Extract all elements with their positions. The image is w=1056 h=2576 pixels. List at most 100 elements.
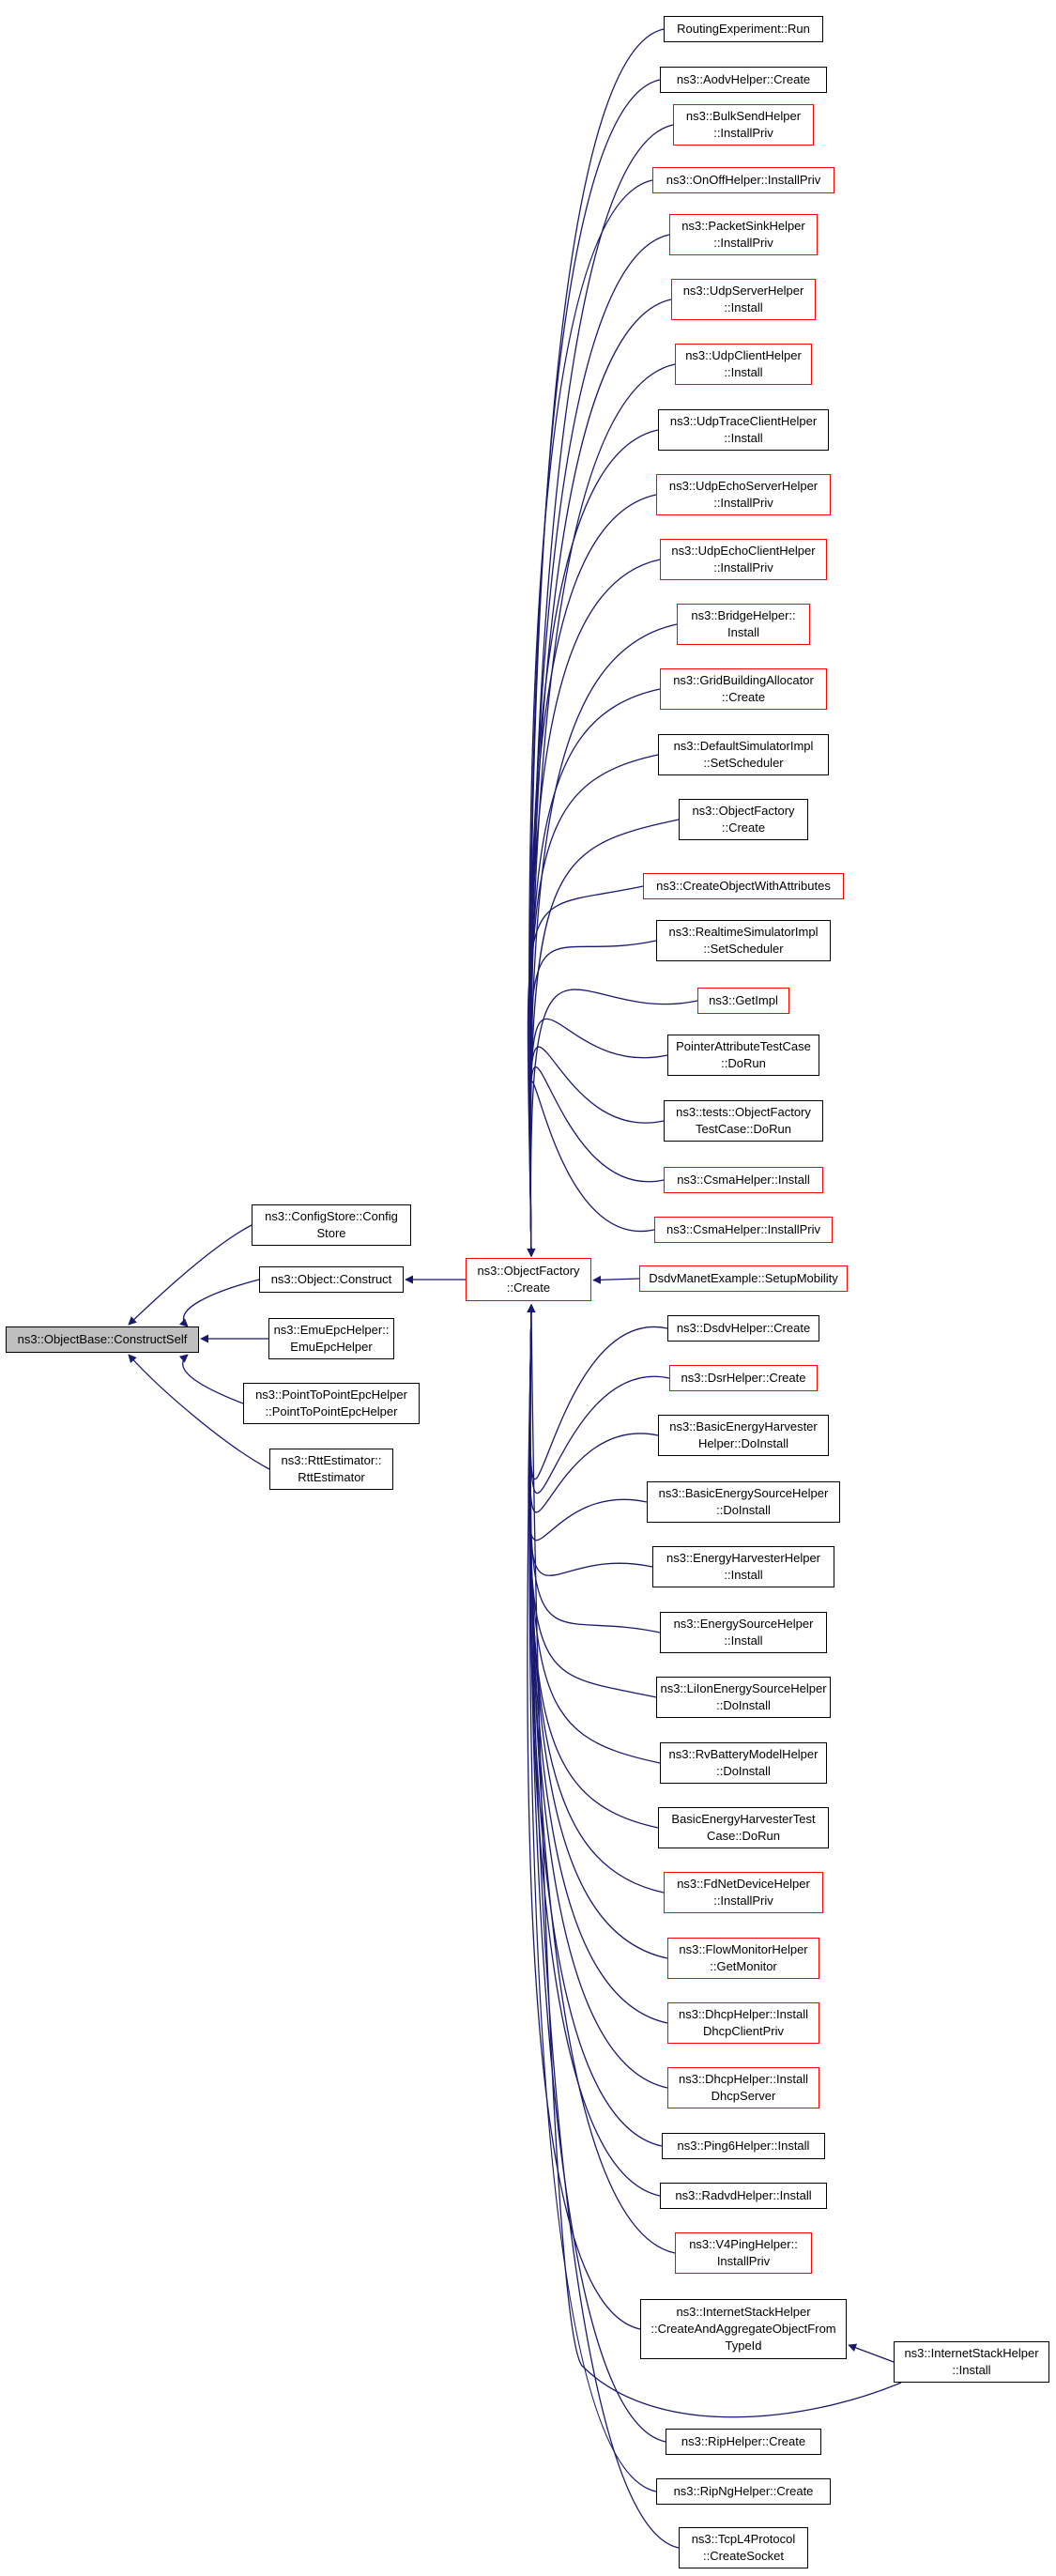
caller-node[interactable]: ns3::TcpL4Protocol ::CreateSocket xyxy=(679,2527,808,2568)
caller-node-label: ns3::CsmaHelper::InstallPriv xyxy=(666,1222,820,1236)
caller-node-label: ns3::DsrHelper::Create xyxy=(681,1371,806,1385)
caller-node[interactable]: ns3::RadvdHelper::Install xyxy=(660,2183,827,2209)
caller-node[interactable]: ns3::RipNgHelper::Create xyxy=(656,2478,831,2505)
mid-node[interactable]: ns3::Object::Construct xyxy=(259,1266,404,1293)
mid-node[interactable]: ns3::EmuEpcHelper:: EmuEpcHelper xyxy=(268,1318,394,1359)
caller-node[interactable]: ns3::DefaultSimulatorImpl ::SetScheduler xyxy=(658,734,829,775)
caller-node[interactable]: ns3::AodvHelper::Create xyxy=(660,67,827,93)
caller-node[interactable]: ns3::LiIonEnergySourceHelper ::DoInstall xyxy=(656,1677,831,1718)
caller-node[interactable]: ns3::BulkSendHelper ::InstallPriv xyxy=(673,104,814,146)
call-edge xyxy=(527,1304,641,2330)
caller-node[interactable]: ns3::EnergySourceHelper ::Install xyxy=(660,1612,827,1653)
caller-node[interactable]: ns3::UdpClientHelper ::Install xyxy=(675,344,812,385)
caller-node-label: ns3::DhcpHelper::Install DhcpServer xyxy=(678,2072,808,2103)
call-edge xyxy=(848,2343,895,2363)
caller-node[interactable]: ns3::CsmaHelper::Install xyxy=(664,1167,823,1193)
caller-node-label: DsdvManetExample::SetupMobility xyxy=(649,1271,838,1285)
caller-node[interactable]: ns3::CreateObjectWithAttributes xyxy=(643,873,844,899)
caller-node[interactable]: ns3::UdpEchoServerHelper ::InstallPriv xyxy=(656,474,831,515)
caller-node-label: ns3::InternetStackHelper ::CreateAndAggr… xyxy=(650,2305,836,2353)
caller-node[interactable]: ns3::UdpEchoClientHelper ::InstallPriv xyxy=(660,539,827,580)
caller-node[interactable]: ns3::InternetStackHelper ::CreateAndAggr… xyxy=(640,2299,847,2359)
caller-node[interactable]: ns3::DsdvHelper::Create xyxy=(667,1315,819,1342)
caller-node-label: ns3::tests::ObjectFactory TestCase::DoRu… xyxy=(676,1105,811,1136)
caller-node[interactable]: RoutingExperiment::Run xyxy=(664,16,823,42)
caller-node-label: ns3::LiIonEnergySourceHelper ::DoInstall xyxy=(660,1681,827,1712)
caller-node[interactable]: ns3::DhcpHelper::Install DhcpClientPriv xyxy=(667,2002,819,2044)
caller-node[interactable]: ns3::RipHelper::Create xyxy=(666,2429,821,2455)
extra-node-label: ns3::InternetStackHelper ::Install xyxy=(904,2346,1039,2377)
call-edge xyxy=(178,1354,244,1404)
caller-node-label: ns3::V4PingHelper:: InstallPriv xyxy=(689,2237,798,2268)
caller-node-label: ns3::UdpClientHelper ::Install xyxy=(685,348,802,379)
factory-node-label: ns3::ObjectFactory ::Create xyxy=(477,1264,580,1295)
caller-node[interactable]: ns3::FdNetDeviceHelper ::InstallPriv xyxy=(664,1872,823,1913)
caller-node-label: ns3::BasicEnergyHarvester Helper::DoInst… xyxy=(669,1419,818,1450)
caller-node-label: BasicEnergyHarvesterTest Case::DoRun xyxy=(671,1812,816,1843)
caller-node-label: ns3::BridgeHelper:: Install xyxy=(691,608,796,639)
caller-node[interactable]: ns3::GetImpl xyxy=(697,988,789,1014)
caller-node-label: ns3::UdpTraceClientHelper ::Install xyxy=(669,414,818,445)
caller-node-label: PointerAttributeTestCase ::DoRun xyxy=(676,1039,811,1070)
caller-node-label: ns3::RealtimeSimulatorImpl ::SetSchedule… xyxy=(668,925,819,956)
mid-node-label: ns3::EmuEpcHelper:: EmuEpcHelper xyxy=(273,1323,390,1354)
caller-node-label: ns3::PacketSinkHelper ::InstallPriv xyxy=(681,219,805,250)
mid-node-label: ns3::ConfigStore::Config Store xyxy=(265,1209,398,1240)
mid-node[interactable]: ns3::RttEstimator:: RttEstimator xyxy=(269,1449,393,1490)
caller-node[interactable]: ns3::EnergyHarvesterHelper ::Install xyxy=(652,1546,834,1587)
caller-node-label: ns3::UdpServerHelper ::Install xyxy=(682,284,804,314)
caller-node[interactable]: ns3::OnOffHelper::InstallPriv xyxy=(652,167,834,193)
caller-node[interactable]: ns3::FlowMonitorHelper ::GetMonitor xyxy=(667,1938,819,1979)
call-edge xyxy=(527,989,698,1257)
caller-node-label: ns3::BasicEnergySourceHelper ::DoInstall xyxy=(658,1486,829,1517)
caller-node[interactable]: ns3::BasicEnergySourceHelper ::DoInstall xyxy=(647,1481,840,1523)
caller-node[interactable]: ns3::RealtimeSimulatorImpl ::SetSchedule… xyxy=(656,920,831,961)
caller-node[interactable]: ns3::UdpTraceClientHelper ::Install xyxy=(658,409,829,451)
caller-node[interactable]: DsdvManetExample::SetupMobility xyxy=(639,1265,848,1292)
caller-node-label: ns3::BulkSendHelper ::InstallPriv xyxy=(685,109,802,140)
caller-node[interactable]: ns3::PacketSinkHelper ::InstallPriv xyxy=(669,214,818,255)
caller-node-label: ns3::CreateObjectWithAttributes xyxy=(656,879,831,893)
focus-node-label: ns3::ObjectBase::ConstructSelf xyxy=(17,1332,188,1346)
call-edge xyxy=(527,1304,680,2549)
caller-node-label: RoutingExperiment::Run xyxy=(677,22,810,36)
caller-node-label: ns3::GridBuildingAllocator ::Create xyxy=(673,673,814,704)
caller-node[interactable]: ns3::Ping6Helper::Install xyxy=(662,2133,825,2159)
caller-node-label: ns3::DsdvHelper::Create xyxy=(676,1321,811,1335)
caller-node[interactable]: ns3::UdpServerHelper ::Install xyxy=(671,279,816,320)
caller-node-label: ns3::CsmaHelper::Install xyxy=(677,1173,810,1187)
caller-node-label: ns3::EnergyHarvesterHelper ::Install xyxy=(666,1551,821,1582)
caller-node-label: ns3::EnergySourceHelper ::Install xyxy=(673,1617,814,1648)
caller-node-label: ns3::FlowMonitorHelper ::GetMonitor xyxy=(679,1942,808,1973)
caller-node[interactable]: ns3::DsrHelper::Create xyxy=(669,1365,818,1391)
factory-node[interactable]: ns3::ObjectFactory ::Create xyxy=(466,1258,591,1301)
caller-node[interactable]: PointerAttributeTestCase ::DoRun xyxy=(667,1035,819,1076)
caller-node[interactable]: ns3::V4PingHelper:: InstallPriv xyxy=(675,2232,812,2274)
caller-node[interactable]: ns3::CsmaHelper::InstallPriv xyxy=(654,1217,833,1243)
caller-node[interactable]: ns3::tests::ObjectFactory TestCase::DoRu… xyxy=(664,1100,823,1142)
caller-node-label: ns3::RadvdHelper::Install xyxy=(675,2188,812,2202)
caller-node[interactable]: ns3::GridBuildingAllocator ::Create xyxy=(660,668,827,710)
caller-node[interactable]: ns3::ObjectFactory ::Create xyxy=(679,799,808,840)
call-edge xyxy=(128,1354,270,1470)
caller-node-label: ns3::AodvHelper::Create xyxy=(676,72,811,86)
caller-node[interactable]: BasicEnergyHarvesterTest Case::DoRun xyxy=(658,1807,829,1848)
mid-node[interactable]: ns3::ConfigStore::Config Store xyxy=(252,1204,411,1246)
call-edge xyxy=(128,1224,253,1326)
caller-node[interactable]: ns3::DhcpHelper::Install DhcpServer xyxy=(667,2067,819,2108)
mid-node-label: ns3::RttEstimator:: RttEstimator xyxy=(281,1453,382,1484)
internet-stack-install-node[interactable]: ns3::InternetStackHelper ::Install xyxy=(894,2341,1049,2383)
call-edge xyxy=(527,1081,655,1257)
call-edge xyxy=(527,1304,902,2418)
caller-node[interactable]: ns3::BasicEnergyHarvester Helper::DoInst… xyxy=(658,1415,829,1456)
mid-node[interactable]: ns3::PointToPointEpcHelper ::PointToPoin… xyxy=(243,1383,420,1424)
caller-node[interactable]: ns3::BridgeHelper:: Install xyxy=(677,604,810,645)
caller-node-label: ns3::RvBatteryModelHelper ::DoInstall xyxy=(668,1747,819,1778)
caller-node-label: ns3::UdpEchoServerHelper ::InstallPriv xyxy=(668,479,819,510)
caller-node[interactable]: ns3::RvBatteryModelHelper ::DoInstall xyxy=(660,1742,827,1784)
caller-node-label: ns3::GetImpl xyxy=(709,993,778,1007)
focus-node[interactable]: ns3::ObjectBase::ConstructSelf xyxy=(6,1326,199,1353)
caller-node-label: ns3::UdpEchoClientHelper ::InstallPriv xyxy=(671,544,816,575)
